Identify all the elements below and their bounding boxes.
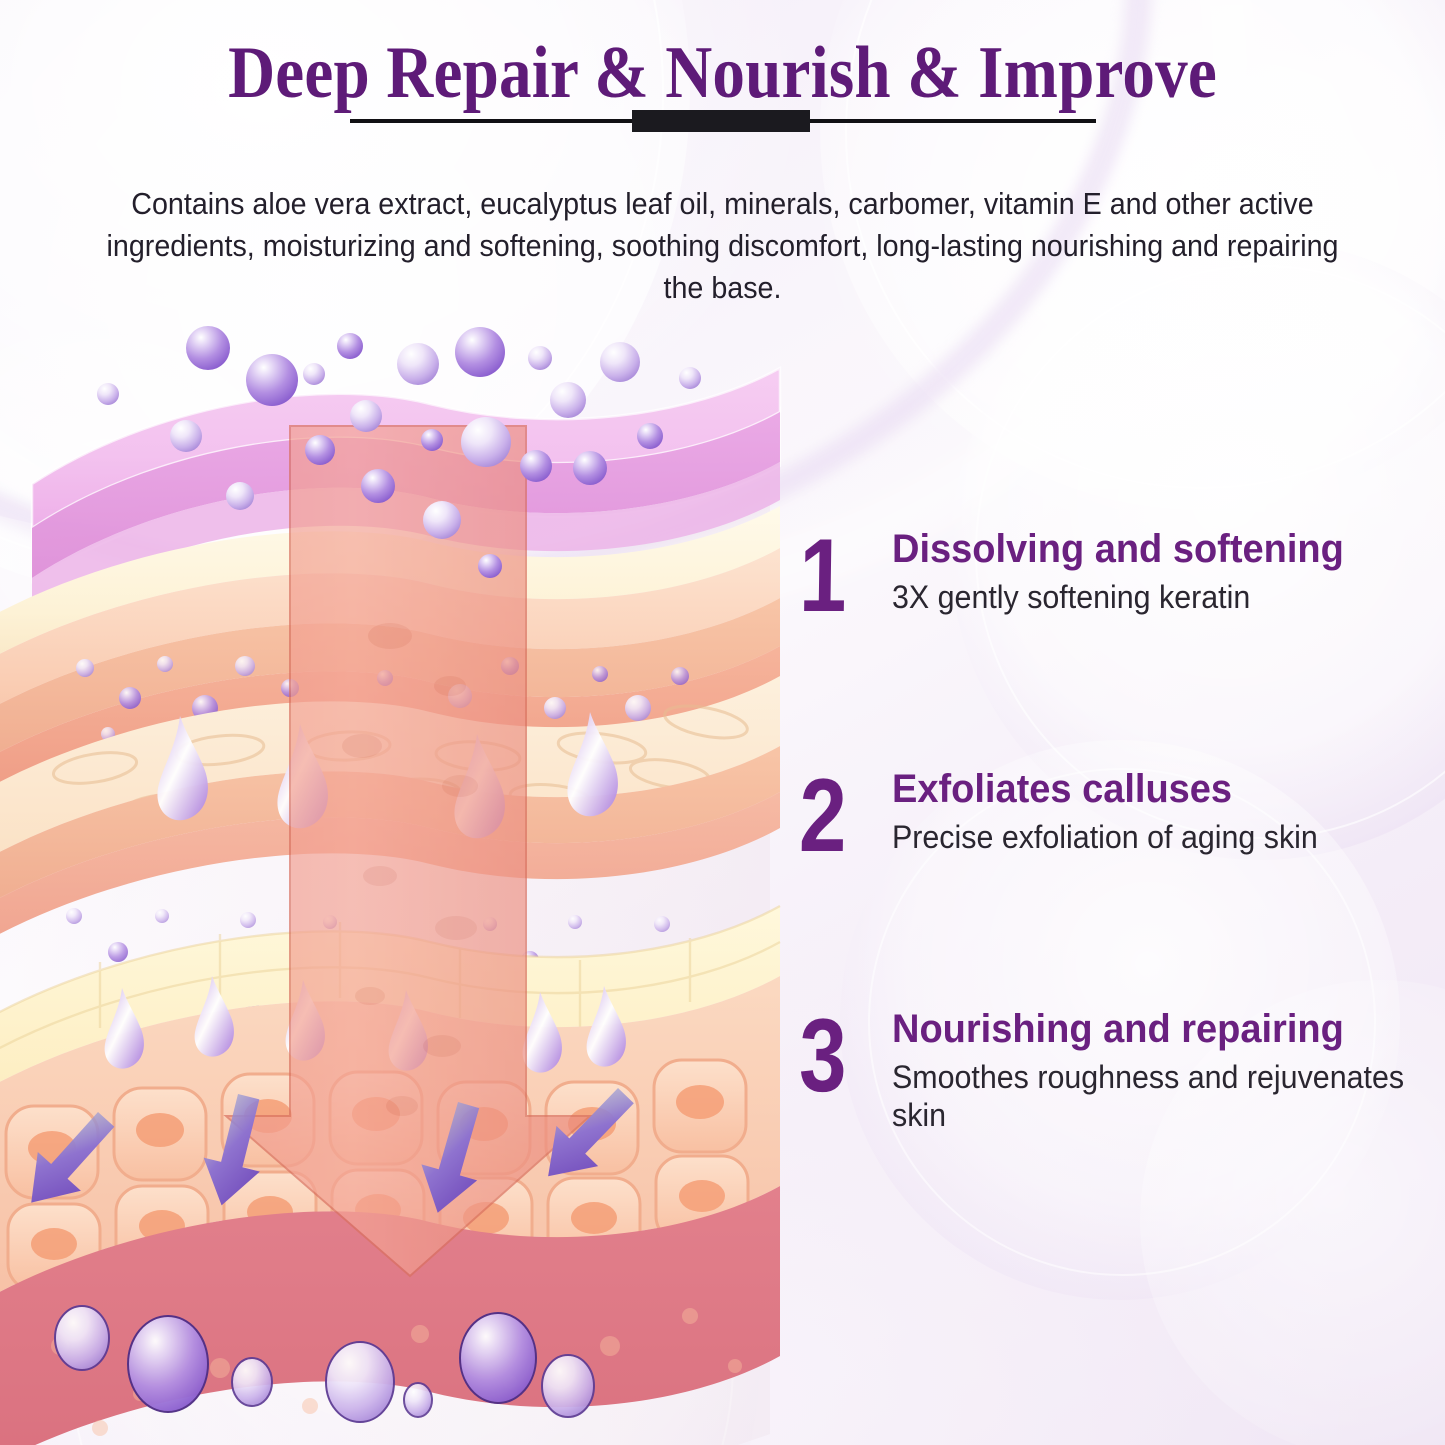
step-number-2: 2 bbox=[798, 758, 848, 874]
step-subtext-1: 3X gently softening keratin bbox=[892, 579, 1251, 616]
page-title: Deep Repair & Nourish & Improve bbox=[228, 32, 1217, 114]
divider-center-block bbox=[632, 110, 810, 132]
step-heading-2: Exfoliates calluses bbox=[892, 767, 1233, 811]
step-heading-1: Dissolving and softening bbox=[892, 527, 1344, 571]
step-number-3: 3 bbox=[798, 998, 848, 1114]
step-subtext-2: Precise exfoliation of aging skin bbox=[892, 819, 1318, 856]
benefit-step-3: 3 Nourishing and repairing Smoothes roug… bbox=[798, 998, 1445, 1134]
benefit-step-2: 2 Exfoliates calluses Precise exfoliatio… bbox=[798, 758, 1445, 888]
skin-cross-section-illustration bbox=[0, 316, 800, 1445]
step-heading-3: Nourishing and repairing bbox=[892, 1007, 1344, 1051]
header: Deep Repair & Nourish & Improve bbox=[0, 36, 1445, 110]
step-subtext-3: Smoothes roughness and rejuvenates skin bbox=[892, 1059, 1405, 1134]
benefit-steps-list: 1 Dissolving and softening 3X gently sof… bbox=[798, 518, 1445, 1134]
benefit-step-1: 1 Dissolving and softening 3X gently sof… bbox=[798, 518, 1445, 648]
step-number-1: 1 bbox=[798, 518, 848, 634]
ingredients-description: Contains aloe vera extract, eucalyptus l… bbox=[106, 187, 1339, 305]
title-divider bbox=[350, 108, 1096, 134]
